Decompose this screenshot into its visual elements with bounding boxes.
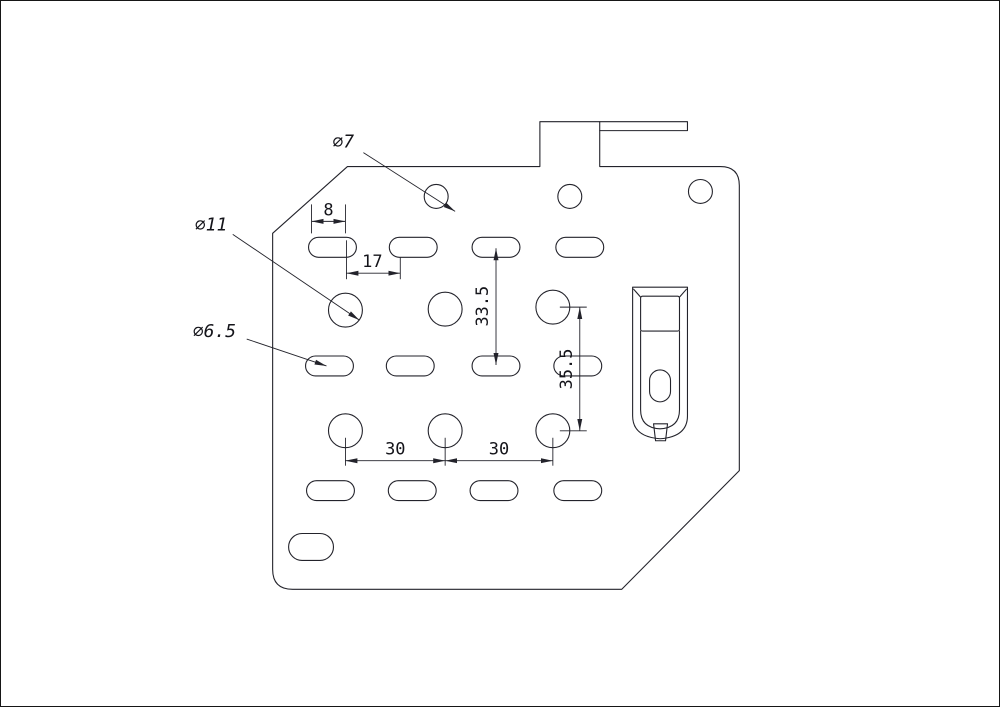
large-hole (427, 291, 463, 327)
top-hole (423, 183, 449, 209)
slot (388, 236, 438, 258)
clip-chamfer (633, 288, 642, 298)
dim-hole-row-spacing: 35.5 (556, 349, 576, 390)
dim-slot-row-spacing: 33.5 (472, 286, 492, 327)
plate-geometry (272, 121, 740, 590)
clip-channel (640, 330, 681, 430)
clip-outer (632, 286, 689, 440)
corner-slot (288, 532, 335, 561)
top-hole (557, 183, 583, 209)
slot (306, 480, 355, 502)
clip-chamfer (678, 288, 688, 298)
dim-hole-pitch-right: 30 (489, 439, 509, 459)
slot (387, 480, 437, 502)
slot (469, 480, 519, 502)
dim-top-hole-diameter: ∅7 (332, 132, 354, 153)
top-hole (687, 178, 713, 204)
slot (553, 480, 603, 502)
leader-large-hole (232, 233, 360, 321)
clip-slot (649, 369, 672, 403)
annotations: ∅7 ∅11 ∅6.5 8 17 33.5 35. (193, 132, 587, 466)
leader-slot (246, 338, 327, 367)
dim-hole-pitch-left: 30 (385, 439, 405, 459)
slot (307, 236, 357, 258)
dim-slot-diameter: ∅6.5 (193, 321, 236, 342)
clip-window (640, 295, 681, 332)
slot (305, 355, 354, 377)
dim-large-hole-diameter: ∅11 (195, 214, 227, 235)
slot (385, 355, 435, 377)
dim-slot-offset: 17 (362, 251, 382, 271)
leader-top-hole (363, 152, 456, 212)
dim-slot-width: 8 (323, 199, 333, 219)
slot (555, 236, 605, 258)
large-hole (327, 292, 363, 328)
clip-tongue (653, 423, 669, 442)
plate-outline (272, 121, 740, 590)
clip-feature (632, 286, 689, 442)
